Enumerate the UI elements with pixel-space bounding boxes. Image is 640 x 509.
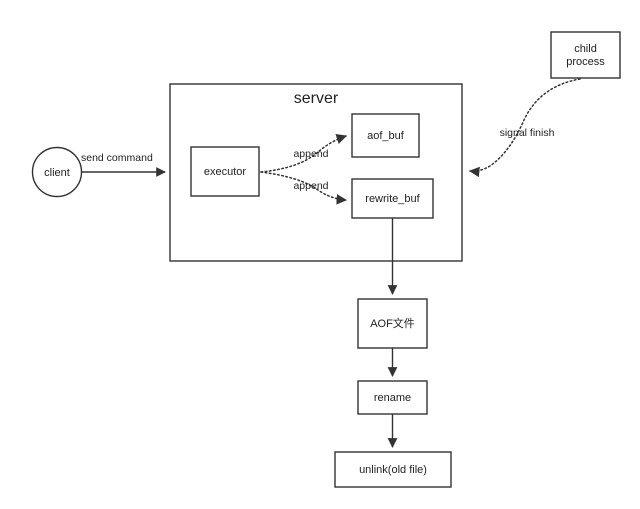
aof-file-label: AOF文件 [370, 316, 415, 330]
unlink-rect [334, 451, 452, 488]
rewrite-buf-label: rewrite_buf [365, 193, 420, 205]
send-command-label: send command [81, 152, 153, 164]
node-aof-file[interactable]: AOF文件 [357, 298, 428, 349]
edge-signal-finish: signal finish [468, 78, 581, 178]
child-process-label-line2: process [566, 56, 605, 68]
append-rewrite-buf-arrow [260, 171, 348, 205]
server-title-label: server [294, 90, 339, 107]
node-rewrite-buf[interactable]: rewrite_buf [351, 178, 434, 219]
signal-finish-arrow [468, 78, 581, 178]
node-unlink[interactable]: unlink(old file) [334, 451, 452, 488]
rename-label: rename [374, 392, 411, 404]
executor-label: executor [204, 166, 247, 178]
append-aof-buf-label: append [293, 148, 328, 160]
unlink-label: unlink(old file) [359, 464, 427, 476]
aof-buf-label: aof_buf [367, 130, 405, 142]
child-process-label-line1: child [574, 43, 597, 55]
node-executor[interactable]: executor [190, 146, 260, 197]
edge-append-aof-buf: append [260, 134, 347, 173]
signal-finish-label: signal finish [500, 127, 555, 139]
executor-rect [190, 146, 260, 197]
append-rewrite-buf-label: append [293, 180, 328, 192]
aof-buf-rect [351, 113, 420, 158]
client-label: client [44, 167, 70, 179]
node-child-process[interactable]: child process [550, 31, 621, 79]
append-aof-buf-arrow [260, 134, 347, 173]
edge-append-rewrite-buf: append [260, 171, 348, 205]
node-client[interactable]: client [31, 146, 83, 198]
child-process-rect [550, 31, 621, 79]
node-rename[interactable]: rename [357, 380, 428, 415]
node-aof-buf[interactable]: aof_buf [351, 113, 420, 158]
edge-send-command: send command [81, 152, 166, 177]
